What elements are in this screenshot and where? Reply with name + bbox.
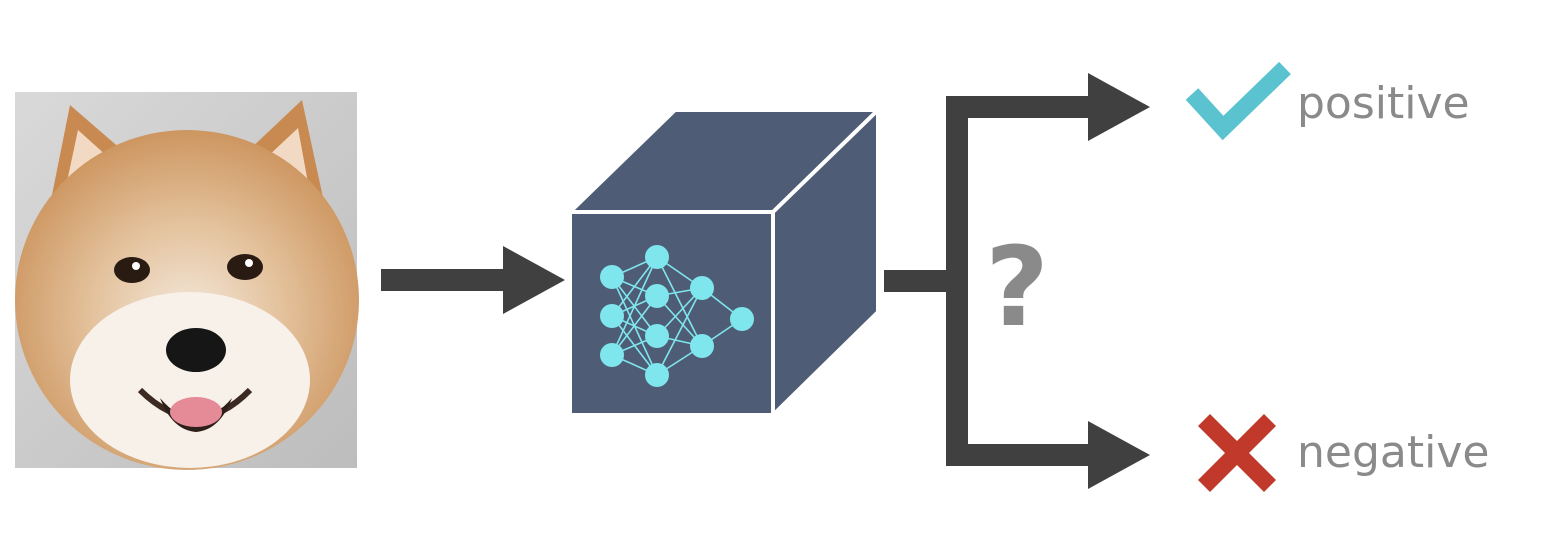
model-cube — [565, 105, 883, 420]
negative-label: negative — [1297, 427, 1489, 478]
output-branch — [884, 73, 1150, 489]
negative-arrow-head — [1088, 421, 1150, 489]
check-icon — [1185, 61, 1291, 141]
positive-output: positive — [1185, 61, 1470, 141]
cross-icon — [1197, 413, 1277, 493]
positive-label: positive — [1297, 78, 1470, 129]
negative-output: negative — [1197, 413, 1489, 493]
question-mark: ? — [985, 223, 1049, 351]
positive-arrow-head — [1088, 73, 1150, 141]
network-nodes — [600, 245, 754, 387]
input-arrow — [381, 246, 565, 314]
input-dog-image — [15, 92, 359, 470]
